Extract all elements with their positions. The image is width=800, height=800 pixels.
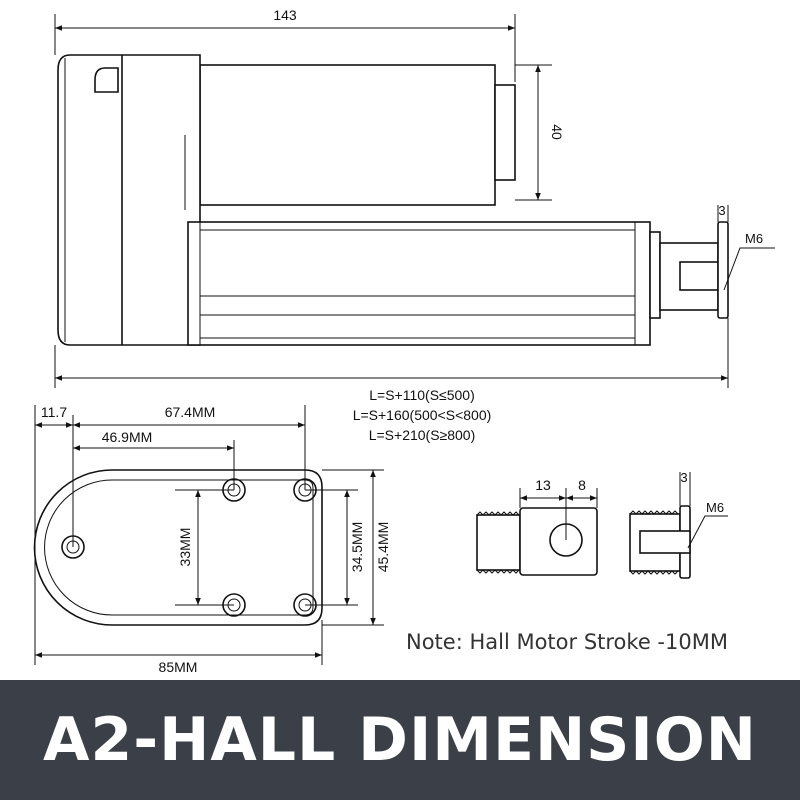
dim-8: 8	[578, 477, 586, 493]
dim-46-9: 46.9MM	[102, 429, 153, 445]
dim-3-detail: 3	[680, 470, 687, 485]
banner-title: A2-HALL DIMENSION	[43, 705, 757, 775]
dim-67-4: 67.4MM	[165, 404, 216, 420]
dim-143: 143	[273, 7, 297, 23]
dim-34-5: 34.5MM	[349, 522, 365, 573]
dim-40: 40	[549, 124, 565, 140]
formula-line-2: L=S+160(500<S<800)	[353, 407, 492, 423]
bracket-dimensions: 11.7 67.4MM 46.9MM 33MM 34.5MM 45.4MM 85…	[34, 404, 391, 675]
height-dimension-40: 40	[515, 64, 565, 201]
formula-line-3: L=S+210(S≥800)	[369, 427, 476, 443]
formula-line-1: L=S+110(S≤500)	[369, 387, 475, 403]
note-text: Note: Hall Motor Stroke -10MM	[406, 630, 728, 654]
dim-13: 13	[535, 477, 551, 493]
dimension-drawing: 143 40 3 M6 L=S+110(S≤500) L=S+160(500<S…	[33, 7, 775, 675]
thread-m6: M6	[745, 231, 763, 246]
dim-3: 3	[718, 203, 725, 218]
rod-end-front-detail: 13 8	[476, 477, 598, 576]
dim-33: 33MM	[177, 528, 193, 567]
overall-length-dimension: L=S+110(S≤500) L=S+160(500<S<800) L=S+21…	[54, 318, 729, 443]
dim-45-4: 45.4MM	[375, 522, 391, 573]
rod-end-side-detail: 3 M6	[629, 470, 728, 579]
title-banner: A2-HALL DIMENSION	[0, 680, 800, 800]
rod-end-callouts: 3 M6	[717, 203, 775, 291]
length-dimension-143: 143	[54, 7, 516, 82]
thread-m6-detail: M6	[706, 500, 724, 515]
actuator-side-view	[57, 54, 729, 346]
dim-85: 85MM	[159, 659, 198, 675]
dim-11-7: 11.7	[41, 404, 67, 420]
